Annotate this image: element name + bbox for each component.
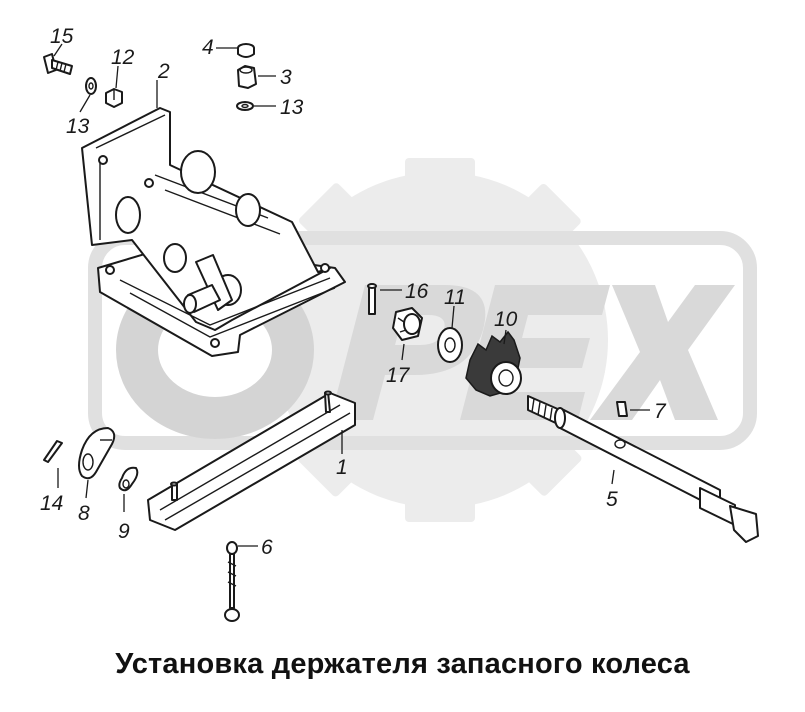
part-9-spring-clip xyxy=(118,466,139,492)
callout-6: 6 xyxy=(261,536,273,559)
callout-15: 16 xyxy=(405,280,429,303)
watermark-letter-p xyxy=(330,285,486,420)
callout-13-right: 13 xyxy=(280,96,304,119)
watermark-letter-x xyxy=(590,285,735,420)
part-13-washer-left xyxy=(85,77,97,95)
part-4-cap xyxy=(237,43,255,58)
callout-9: 9 xyxy=(118,520,130,543)
part-8-clip xyxy=(78,427,116,480)
watermark-band xyxy=(88,231,757,450)
part-11-washer xyxy=(437,327,463,363)
part-5-shaft xyxy=(527,395,759,543)
part-2-bracket xyxy=(81,107,346,357)
callout-12: 12 xyxy=(111,46,135,69)
callout-13-left: 13 xyxy=(66,115,90,138)
part-10-ratchet-gear xyxy=(465,330,522,397)
part-16-bolt xyxy=(43,53,73,75)
callout-labels: 15 12 13 2 4 3 13 16 11 10 17 7 5 1 14 8… xyxy=(40,25,667,559)
part-3-hex-nut xyxy=(237,65,257,89)
leader-lines xyxy=(53,43,650,547)
callout-14: 14 xyxy=(40,492,63,515)
part-7-pin xyxy=(616,401,628,417)
callout-7: 7 xyxy=(654,400,667,423)
part-14-cotter-pin xyxy=(43,440,63,463)
callout-3: 3 xyxy=(280,66,292,89)
callout-10: 10 xyxy=(494,308,518,331)
part-6-rod xyxy=(224,541,240,622)
diagram-caption: Установка держателя запасного колеса xyxy=(115,648,690,680)
callout-17: 17 xyxy=(386,364,411,387)
part-12-nut xyxy=(105,88,123,108)
callout-5: 5 xyxy=(606,488,618,511)
callout-2: 2 xyxy=(157,60,170,83)
part-17-castle-nut xyxy=(392,307,423,341)
callout-4: 4 xyxy=(202,36,214,59)
callout-16: 15 xyxy=(50,25,74,48)
part-13-washer-right xyxy=(236,101,254,111)
part-1-rail xyxy=(147,390,356,531)
callout-11: 11 xyxy=(444,286,466,309)
callout-1: 1 xyxy=(336,456,348,479)
part-15-pin xyxy=(367,283,377,315)
callout-8: 8 xyxy=(78,502,90,525)
